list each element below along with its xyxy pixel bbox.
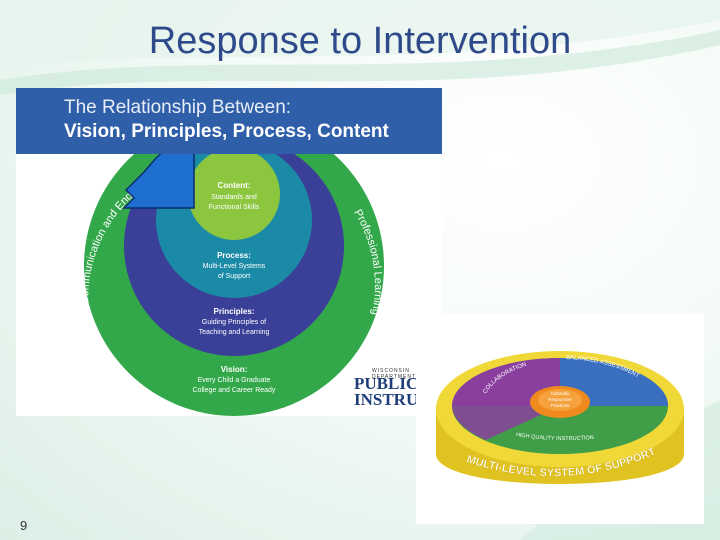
vision-line1: Every Child a Graduate [198,377,271,384]
slide-title: Response to Intervention [148,20,572,62]
content-title: Content: [218,181,251,190]
process-line1: Multi-Level Systems [203,263,266,270]
mlss-graphic: Culturally Responsive Practices COLLABOR… [416,314,704,524]
center-line2: Responsive [548,397,572,402]
vision-title: Vision: [221,365,248,374]
logo-public-text: PUBLIC [354,374,419,393]
diagram-header-line2: Vision, Principles, Process, Content [64,121,389,142]
sector-balanced-assessment [560,358,668,406]
sector-collaboration [452,358,560,406]
principles-title: Principles: [214,307,255,316]
label-hqi-path: HIGH QUALITY INSTRUCTION [516,432,594,442]
nested-circles-diagram: Content: Standards and Functional Skills… [16,154,384,416]
diagram-header: The Relationship Between: Vision, Princi… [16,88,442,154]
sector-purple-lower [452,406,560,440]
slide-number: 9 [20,518,28,533]
principles-line1: Guiding Principles of [202,319,266,326]
ring-content [188,154,280,240]
center-disc-inner [538,389,582,411]
logo-top-text: WISCONSIN DEPARTMENT OF [372,368,428,380]
diagram-header-line1: The Relationship Between: [64,97,292,118]
center-line3: Practices [551,403,570,408]
principles-line2: Teaching and Learning [199,329,270,336]
content-line1: Standards and [211,194,257,201]
vision-line2: College and Career Ready [193,387,276,394]
center-line1: Culturally [551,391,571,396]
process-line2: of Support [218,273,250,280]
label-hqi: HIGH QUALITY INSTRUCTION [516,432,594,442]
process-title: Process: [217,251,251,260]
mlss-drum-diagram: Culturally Responsive Practices COLLABOR… [436,351,684,484]
pointer-arrow-icon [122,154,195,209]
content-line2: Functional Skills [209,204,260,211]
relationship-diagram: The Relationship Between: Vision, Princi… [16,88,474,416]
